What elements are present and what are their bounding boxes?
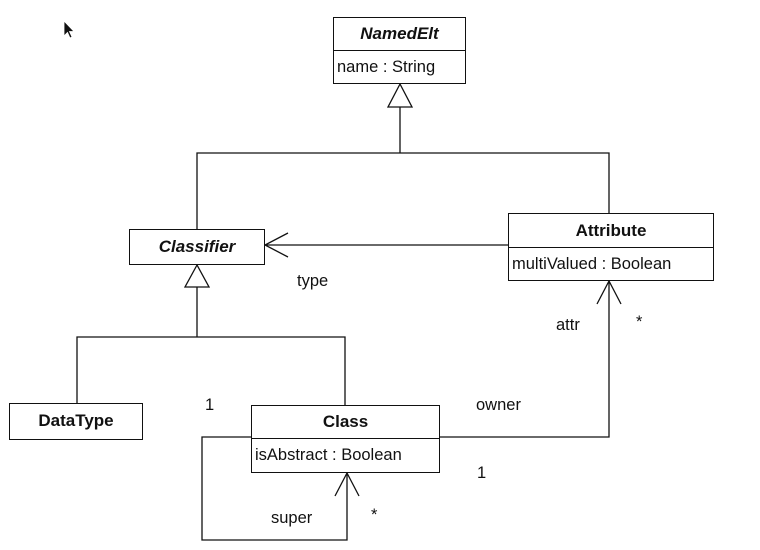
class-attribute-name: Attribute — [575, 221, 647, 240]
label-type: type — [297, 272, 329, 290]
class-namedelt[interactable]: NamedElt name : String — [333, 17, 466, 84]
label-owner-multiplicity-attr: 1 — [477, 464, 487, 482]
class-classifier-name: Classifier — [158, 237, 236, 256]
class-attribute-attribute: multiValued : Boolean — [509, 247, 713, 279]
label-attr: attr — [556, 316, 580, 334]
generalization-classifier — [76, 263, 346, 405]
class-datatype[interactable]: DataType — [9, 403, 143, 440]
label-attr-multiplicity: * — [636, 313, 643, 331]
association-owner-attr — [440, 279, 622, 438]
association-type — [263, 232, 509, 258]
class-class-name: Class — [322, 412, 369, 431]
class-class[interactable]: Class isAbstract : Boolean — [251, 405, 440, 473]
label-super: super — [271, 509, 313, 527]
class-namedelt-name: NamedElt — [360, 24, 439, 43]
class-attribute[interactable]: Attribute multiValued : Boolean — [508, 213, 714, 281]
class-classifier[interactable]: Classifier — [129, 229, 265, 265]
generalization-namedelt — [196, 82, 610, 230]
class-datatype-name: DataType — [38, 411, 114, 430]
association-super — [201, 436, 360, 541]
label-owner-multiplicity-class: 1 — [205, 396, 215, 414]
class-namedelt-attribute: name : String — [334, 50, 465, 82]
label-owner: owner — [476, 396, 521, 414]
mouse-pointer-icon — [63, 20, 75, 39]
label-super-multiplicity: * — [371, 506, 378, 524]
class-class-attribute: isAbstract : Boolean — [252, 438, 439, 471]
